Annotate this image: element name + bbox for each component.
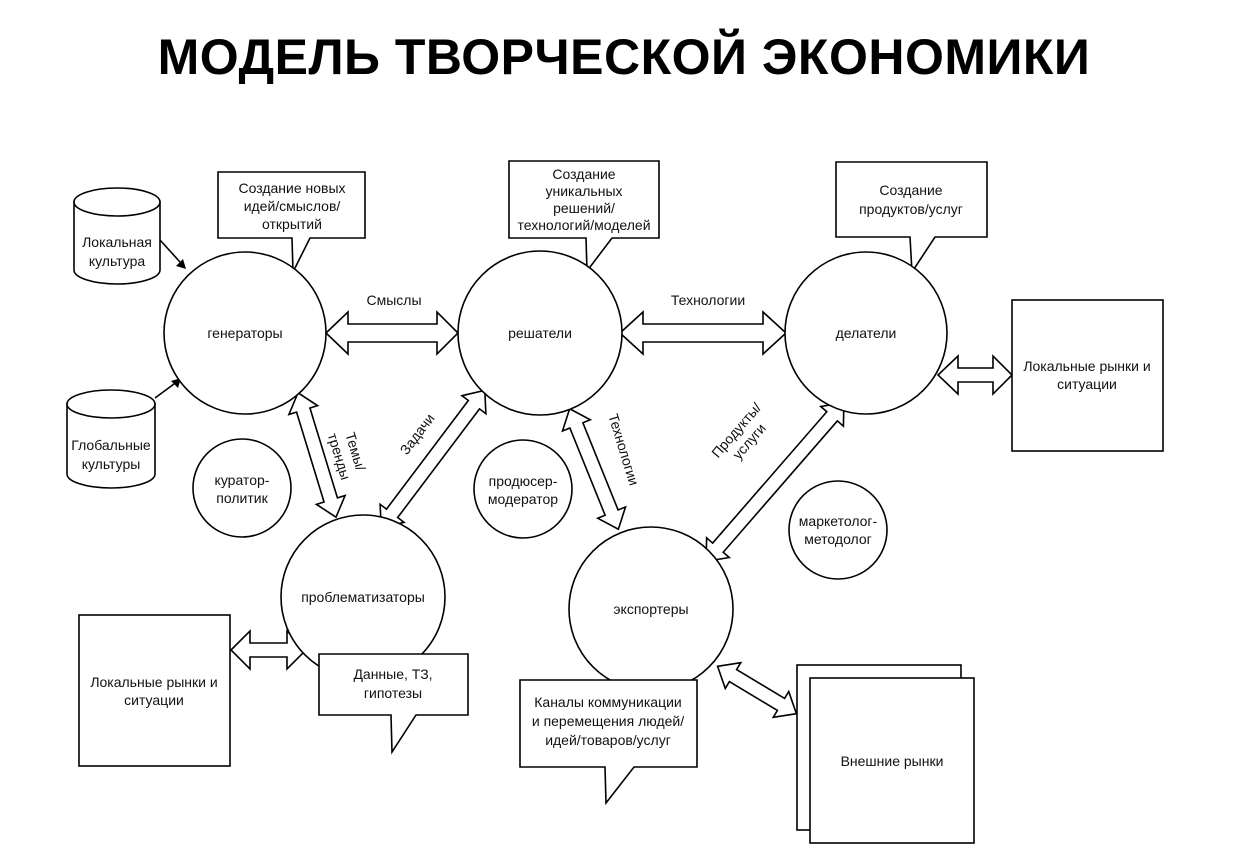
cylinder-label: культуры <box>82 456 141 472</box>
node-label: куратор- <box>215 472 270 488</box>
node-marketer: маркетолог- методолог <box>788 480 888 580</box>
callout-doers: Создание продуктов/услуг <box>835 161 988 275</box>
node-label: продюсер- <box>489 473 558 489</box>
node-doers: делатели <box>784 251 948 415</box>
box-label: ситуации <box>1057 376 1117 392</box>
node-exporters: экспортеры <box>568 526 734 692</box>
node-producer: продюсер- модератор <box>473 439 573 539</box>
callout-line: уникальных <box>545 183 622 199</box>
arrow-generators-problematizers <box>287 391 347 519</box>
node-label: модератор <box>488 491 558 507</box>
arrow-solvers-doers <box>618 310 788 356</box>
cylinder-global-cultures: Глобальные культуры <box>66 389 156 489</box>
callout-solvers: Создание уникальных решений/ технологий/… <box>508 160 660 274</box>
node-problematizers: проблематизаторы <box>280 514 446 680</box>
node-generators: генераторы <box>163 251 327 415</box>
callout-line: Создание <box>879 182 942 198</box>
cylinder-label: культура <box>89 253 146 269</box>
node-curator: куратор- политик <box>192 438 292 538</box>
callout-exporters: Каналы коммуникации и перемещения людей/… <box>519 679 698 806</box>
callout-generators: Создание новых идей/смыслов/ открытий <box>217 171 366 273</box>
box-local-markets-right: Локальные рынки и ситуации <box>1011 299 1164 452</box>
edge-label-products-services: Продукты/ услуги <box>708 399 769 462</box>
page-title: МОДЕЛЬ ТВОРЧЕСКОЙ ЭКОНОМИКИ <box>157 29 1091 85</box>
arrow-solvers-exporters <box>561 407 627 531</box>
node-label: политик <box>216 490 268 506</box>
callout-problematizers: Данные, ТЗ, гипотезы <box>318 653 469 755</box>
node-label: маркетолог- <box>799 513 878 529</box>
box-external-markets: Внешние рынки <box>796 664 975 844</box>
box-label: Локальные рынки и <box>90 674 217 690</box>
callout-line: идей/смыслов/ <box>244 198 341 214</box>
box-label: ситуации <box>124 692 184 708</box>
edge-label-technologies-diag: Технологии <box>605 412 642 488</box>
node-label: делатели <box>836 325 897 341</box>
node-label: генераторы <box>207 325 282 341</box>
callout-line: Создание <box>552 166 615 182</box>
node-label: методолог <box>804 531 872 547</box>
edge-label-technologies: Технологии <box>671 292 745 308</box>
node-solvers: решатели <box>457 250 623 416</box>
box-label: Локальные рынки и <box>1023 358 1150 374</box>
callout-line: идей/товаров/услуг <box>545 732 671 748</box>
callout-line: Создание новых <box>238 180 345 196</box>
cylinder-label: Глобальные <box>71 437 151 453</box>
callout-line: открытий <box>262 216 322 232</box>
arrow-doers-local-markets <box>936 354 1014 396</box>
arrow-exporters-external-markets <box>716 661 798 719</box>
connector-local-culture <box>159 239 186 269</box>
callout-line: решений/ <box>553 200 615 216</box>
node-label: решатели <box>508 325 572 341</box>
cylinder-label: Локальная <box>82 234 152 250</box>
edge-label-meanings: Смыслы <box>366 292 421 308</box>
arrow-generators-solvers <box>324 310 460 356</box>
callout-line: и перемещения людей/ <box>532 713 684 729</box>
callout-line: технологий/моделей <box>517 217 650 233</box>
node-label: экспортеры <box>613 601 688 617</box>
box-label: Внешние рынки <box>841 753 944 769</box>
connector-global-cultures <box>154 378 181 399</box>
edge-label-line: Технологии <box>605 412 642 488</box>
arrow-problematizers-solvers <box>379 389 487 529</box>
callout-line: Каналы коммуникации <box>534 694 682 710</box>
callout-line: гипотезы <box>364 685 422 701</box>
edge-label-topics-trends: Темы/ тренды <box>325 430 369 481</box>
box-local-markets-left: Локальные рынки и ситуации <box>78 614 231 767</box>
cylinder-local-culture: Локальная культура <box>73 187 161 285</box>
callout-line: Данные, ТЗ, <box>353 666 432 682</box>
callout-line: продуктов/услуг <box>859 201 963 217</box>
node-label: проблематизаторы <box>301 589 425 605</box>
